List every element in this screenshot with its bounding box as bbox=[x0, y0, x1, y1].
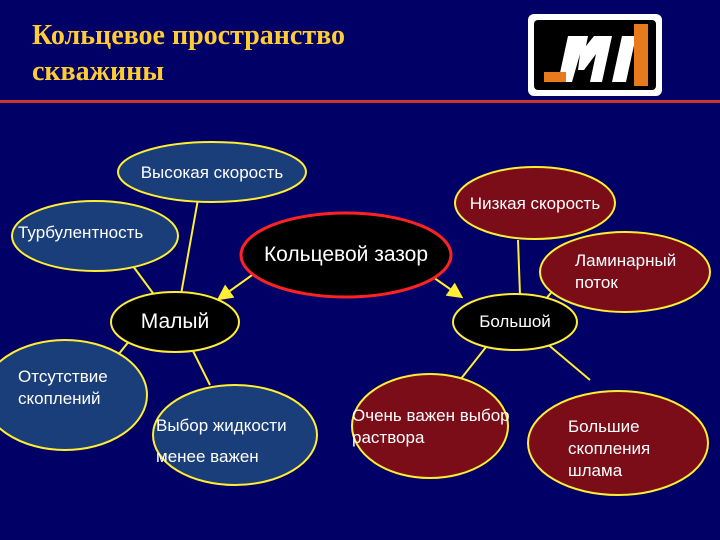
title-divider bbox=[0, 100, 720, 103]
node-center bbox=[239, 211, 453, 299]
connector-highspeed-small bbox=[179, 187, 201, 301]
label-very-important: Очень важен выбор раствора bbox=[352, 406, 510, 447]
connector-lowspeed-large bbox=[517, 239, 521, 296]
label-fluid-choice: Выбор жидкости менее важен bbox=[156, 416, 287, 466]
node-low-speed bbox=[454, 166, 616, 240]
label-laminar: Ламинарный поток bbox=[575, 251, 677, 292]
label-large: Большой bbox=[479, 312, 551, 331]
node-laminar bbox=[539, 231, 711, 313]
node-very-important bbox=[351, 373, 509, 479]
node-no-accumulation bbox=[0, 339, 148, 451]
label-small: Малый bbox=[140, 310, 210, 333]
node-fluid-choice bbox=[152, 384, 318, 486]
node-large bbox=[452, 293, 578, 351]
mi-logo bbox=[528, 14, 662, 96]
connector-large-accum bbox=[544, 341, 591, 381]
node-high-speed bbox=[117, 141, 307, 203]
label-center: Кольцевой зазор bbox=[263, 243, 429, 266]
node-turbulence bbox=[11, 200, 179, 272]
connector-large-important bbox=[459, 341, 491, 381]
slide-title: Кольцевое пространство скважины bbox=[32, 20, 346, 87]
node-small bbox=[110, 291, 240, 353]
label-no-accumulation: Отсутствие скоплений bbox=[18, 367, 108, 408]
node-large-accumulation bbox=[527, 390, 709, 496]
label-large-accumulation: Большие скопления шлама bbox=[568, 417, 651, 480]
label-low-speed: Низкая скорость bbox=[469, 194, 601, 213]
label-turbulence: Турбулентность bbox=[18, 223, 144, 242]
label-high-speed: Высокая скорость bbox=[140, 163, 284, 182]
